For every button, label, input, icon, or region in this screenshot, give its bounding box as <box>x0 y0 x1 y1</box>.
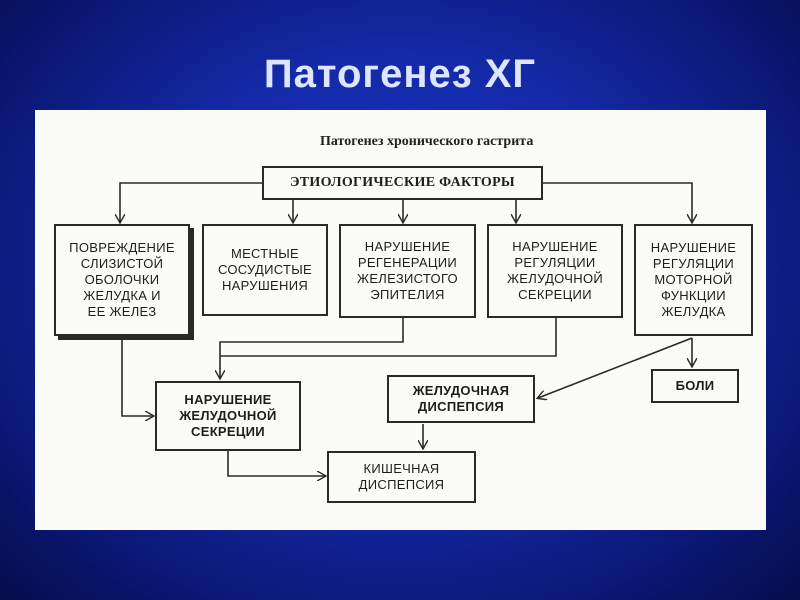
node-regeneration: НАРУШЕНИЕ РЕГЕНЕРАЦИИ ЖЕЛЕЗИСТОГО ЭПИТЕЛ… <box>339 224 476 318</box>
arrow-secretion-disorder-to-intestinal <box>227 450 325 476</box>
node-mucosa-damage: ПОВРЕЖДЕНИЕ СЛИЗИСТОЙ ОБОЛОЧКИ ЖЕЛУДКА И… <box>54 224 190 336</box>
connector-arrows <box>35 182 766 530</box>
node-secretion-disorder: НАРУШЕНИЕ ЖЕЛУДОЧНОЙ СЕКРЕЦИИ <box>155 381 301 451</box>
node-etiology: ЭТИОЛОГИЧЕСКИЕ ФАКТОРЫ <box>262 166 543 200</box>
arrow-regeneration-to-secretion-disorder <box>220 318 404 378</box>
node-secretion-reg: НАРУШЕНИЕ РЕГУЛЯЦИИ ЖЕЛУДОЧНОЙ СЕКРЕЦИИ <box>487 224 623 318</box>
arrow-etiology-to-mucosa <box>120 182 262 222</box>
arrow-mucosa-to-secretion-disorder <box>121 338 153 416</box>
node-pain: БОЛИ <box>651 369 739 403</box>
node-gastric-dyspepsia: ЖЕЛУДОЧНАЯ ДИСПЕПСИЯ <box>387 375 535 423</box>
arrow-secretion-reg-to-secretion-disorder <box>220 318 557 357</box>
node-vascular: МЕСТНЫЕ СОСУДИСТЫЕ НАРУШЕНИЯ <box>202 224 328 316</box>
node-intestinal-dyspepsia: КИШЕЧНАЯ ДИСПЕПСИЯ <box>327 451 476 503</box>
diagram-caption: Патогенез хронического гастрита <box>320 134 534 149</box>
node-motor-reg: НАРУШЕНИЕ РЕГУЛЯЦИИ МОТОРНОЙ ФУНКЦИИ ЖЕЛ… <box>634 224 753 336</box>
diagram-figure: Патогенез хронического гастрита ЭТИОЛОГИ… <box>35 110 766 530</box>
slide-title: Патогенез ХГ <box>263 52 537 96</box>
arrow-motor-to-gastric-dyspepsia <box>538 337 693 398</box>
arrow-etiology-to-motor <box>543 182 692 222</box>
